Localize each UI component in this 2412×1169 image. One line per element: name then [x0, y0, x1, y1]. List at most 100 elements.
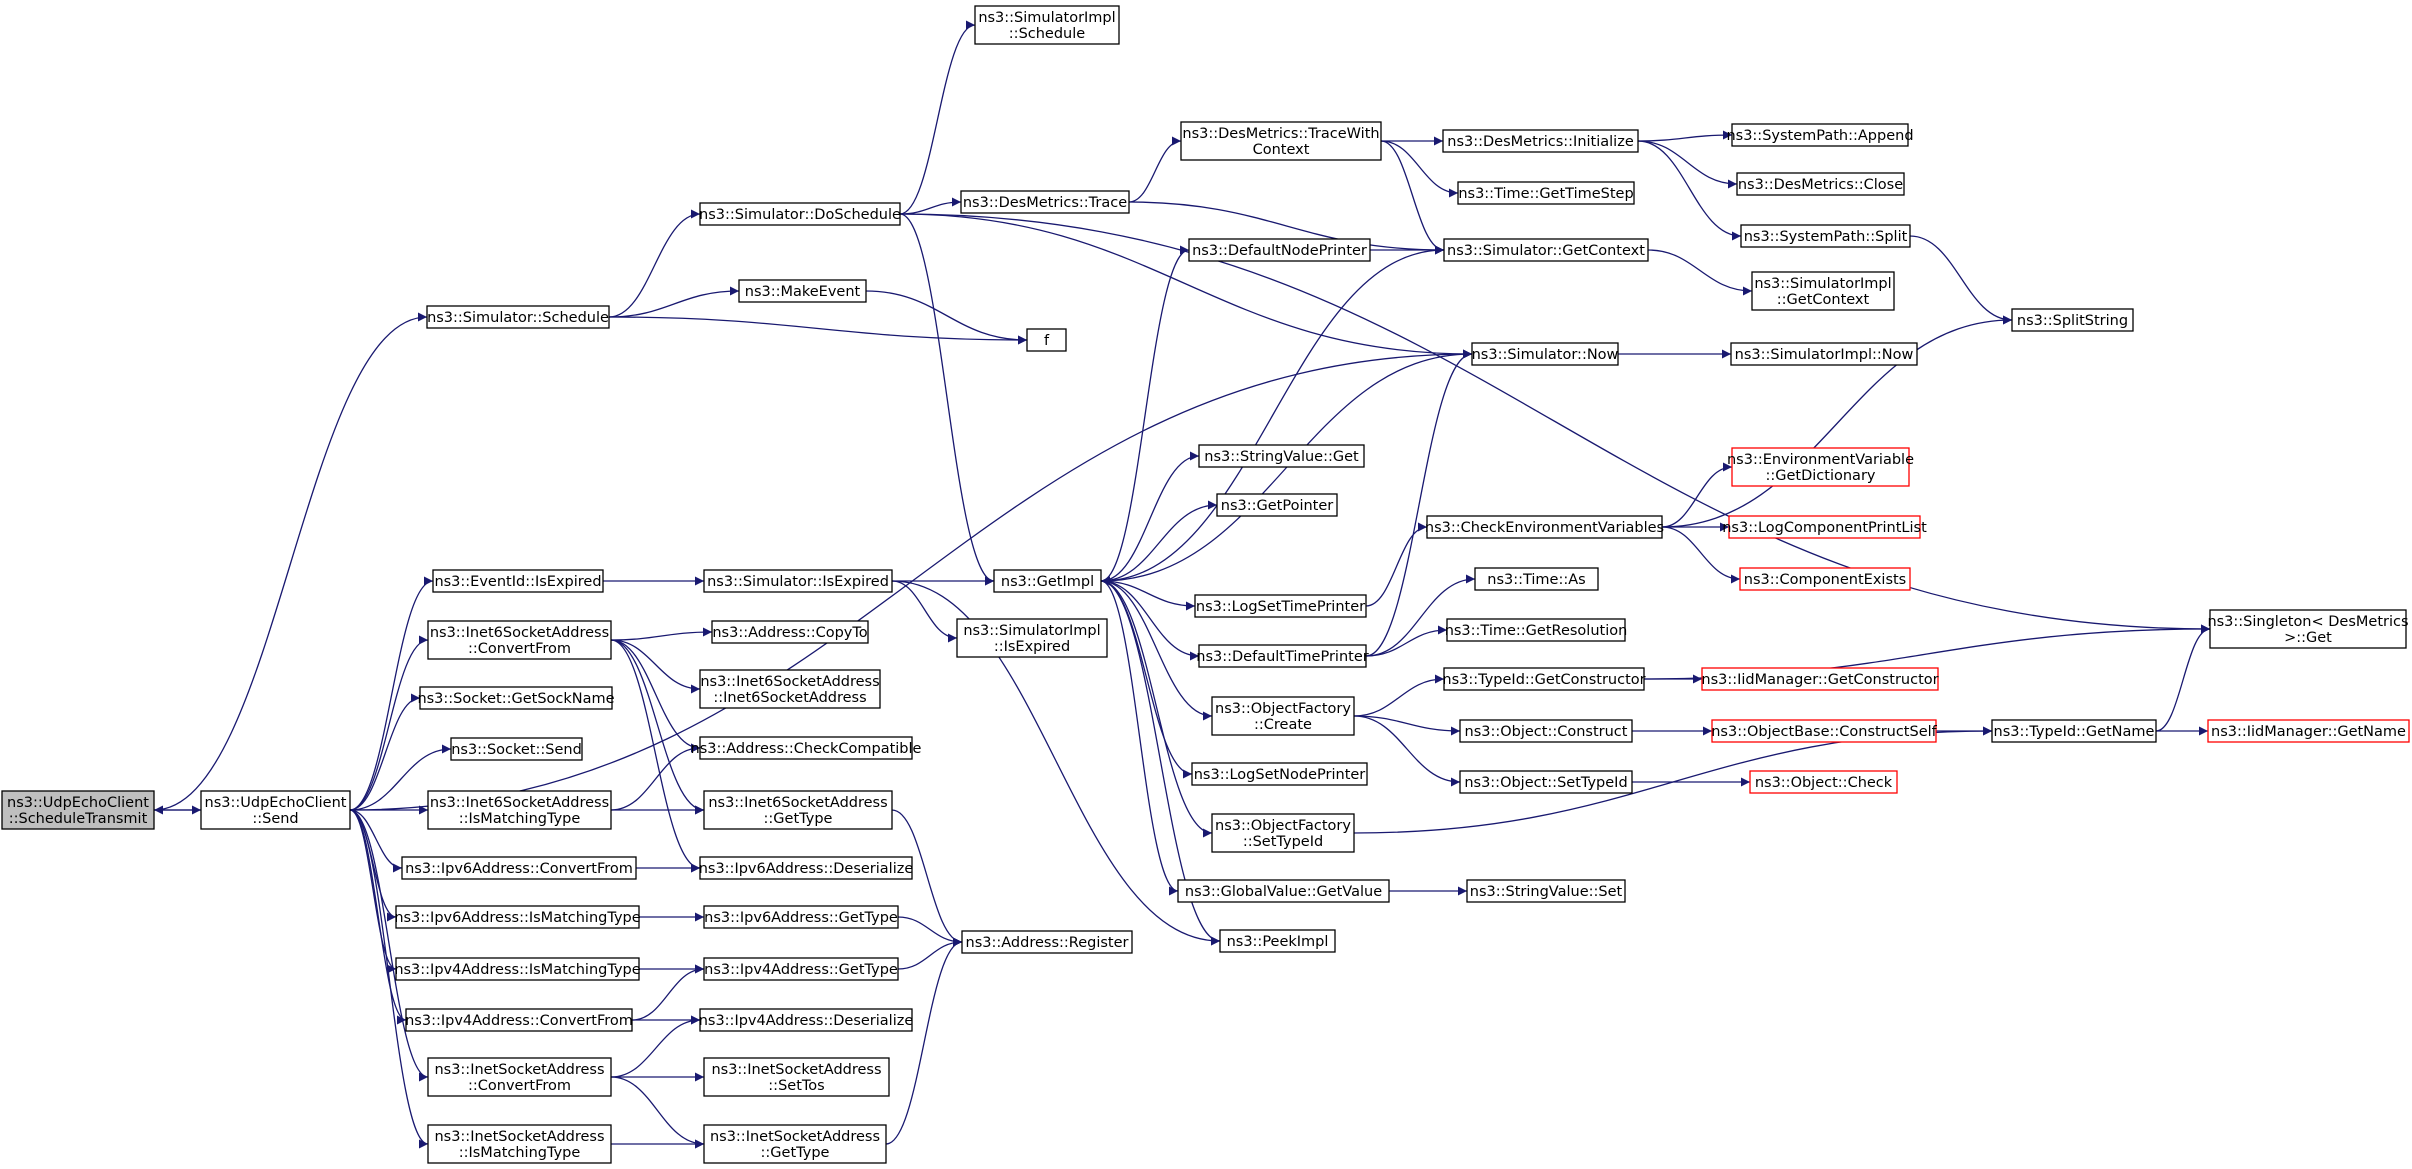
node-string-value-get[interactable]: ns3::StringValue::Get [1198, 444, 1365, 468]
node-time-get-step[interactable]: ns3::Time::GetTimeStep [1457, 181, 1635, 205]
node-inet6-get-type[interactable]: ns3::Inet6SocketAddress::GetType [703, 790, 893, 830]
call-edges [153, 20, 2211, 1149]
edge-sim-schedule-to-f [608, 316, 1028, 345]
node-split-string[interactable]: ns3::SplitString [2011, 308, 2134, 332]
node-sys-append[interactable]: ns3::SystemPath::Append [1726, 123, 1914, 147]
node-check-env[interactable]: ns3::CheckEnvironmentVariables [1425, 515, 1664, 539]
node-iid-get-ctor[interactable]: ns3::IidManager::GetConstructor [1701, 667, 1939, 691]
node-obj-base-construct[interactable]: ns3::ObjectBase::ConstructSelf [1711, 719, 1938, 743]
edge-sim-schedule-to-sim-do-schedule [608, 209, 701, 318]
node-udp-schedule-transmit[interactable]: ns3::UdpEchoClient::ScheduleTransmit [1, 790, 155, 830]
node-ipv4-deser[interactable]: ns3::Ipv4Address::Deserialize [699, 1008, 914, 1032]
node-box [1426, 515, 1663, 539]
node-singleton-get[interactable]: ns3::Singleton< DesMetrics >::Get [2207, 609, 2409, 649]
node-label-line: ns3::Socket::Send [451, 742, 582, 758]
edge-sim-is-expired-to-impl-is-expired [891, 580, 958, 643]
node-inet-convert[interactable]: ns3::InetSocketAddress::ConvertFrom [427, 1057, 612, 1097]
node-iid-get-name[interactable]: ns3::IidManager::GetName [2207, 719, 2410, 743]
edge-check-env-to-env-dict [1661, 462, 1733, 528]
node-get-impl[interactable]: ns3::GetImpl [993, 569, 1102, 593]
node-udp-send[interactable]: ns3::UdpEchoClient::Send [200, 790, 351, 830]
node-box [427, 620, 612, 660]
node-inet-get-type[interactable]: ns3::InetSocketAddress::GetType [703, 1124, 887, 1164]
node-string-value-set[interactable]: ns3::StringValue::Set [1466, 879, 1626, 903]
node-des-trace[interactable]: ns3::DesMetrics::Trace [960, 190, 1130, 214]
node-type-id-get-name[interactable]: ns3::TypeId::GetName [1991, 719, 2157, 743]
node-type-id-get-ctor[interactable]: ns3::TypeId::GetConstructor [1442, 667, 1646, 691]
node-inet6-ctor[interactable]: ns3::Inet6SocketAddress::Inet6SocketAddr… [699, 669, 881, 709]
node-label-line: ns3::LogSetTimePrinter [1196, 599, 1365, 615]
node-label-line: ns3::Time::GetResolution [1445, 623, 1628, 639]
node-label-line: ns3::StringValue::Set [1470, 884, 1623, 900]
node-comp-exists[interactable]: ns3::ComponentExists [1739, 567, 1911, 591]
node-get-sock-name[interactable]: ns3::Socket::GetSockName [417, 686, 615, 710]
node-impl-get-context[interactable]: ns3::SimulatorImpl::GetContext [1751, 271, 1895, 311]
edge-obj-fact-create-to-obj-construct [1353, 715, 1461, 736]
node-sim-do-schedule[interactable]: ns3::Simulator::DoSchedule [699, 202, 901, 226]
node-label-line: ns3::SystemPath::Append [1726, 128, 1913, 144]
node-f[interactable]: f [1026, 328, 1067, 352]
node-inet6-convert[interactable]: ns3::Inet6SocketAddress::ConvertFrom [427, 620, 612, 660]
node-ipv4-is-matching[interactable]: ns3::Ipv4Address::IsMatchingType [394, 957, 641, 981]
node-addr-copy-to[interactable]: ns3::Address::CopyTo [711, 620, 869, 644]
node-log-set-node[interactable]: ns3::LogSetNodePrinter [1191, 762, 1368, 786]
node-ipv6-convert[interactable]: ns3::Ipv6Address::ConvertFrom [401, 856, 637, 880]
node-des-close[interactable]: ns3::DesMetrics::Close [1736, 172, 1905, 196]
node-ipv6-is-matching[interactable]: ns3::Ipv6Address::IsMatchingType [394, 905, 641, 929]
node-obj-construct[interactable]: ns3::Object::Construct [1459, 719, 1633, 743]
node-box [1180, 121, 1382, 161]
node-log-set-time[interactable]: ns3::LogSetTimePrinter [1194, 594, 1367, 618]
edge-sim-get-context-to-get-impl [1100, 249, 1445, 586]
node-des-init[interactable]: ns3::DesMetrics::Initialize [1442, 129, 1639, 153]
node-obj-fact-create[interactable]: ns3::ObjectFactory::Create [1211, 696, 1355, 736]
node-inet6-is-matching[interactable]: ns3::Inet6SocketAddress::IsMatchingType [427, 790, 612, 830]
node-ipv4-get-type[interactable]: ns3::Ipv4Address::GetType [703, 957, 899, 981]
node-sys-split[interactable]: ns3::SystemPath::Split [1740, 224, 1911, 248]
node-obj-set-type-id[interactable]: ns3::Object::SetTypeId [1459, 770, 1633, 794]
node-label-line: ns3::MakeEvent [745, 284, 861, 300]
node-time-get-res[interactable]: ns3::Time::GetResolution [1445, 618, 1628, 642]
node-label-line: ns3::ObjectFactory [1215, 701, 1351, 717]
node-impl-now[interactable]: ns3::SimulatorImpl::Now [1730, 342, 1918, 366]
node-sim-schedule[interactable]: ns3::Simulator::Schedule [426, 305, 610, 329]
node-label-line: ns3::Object::Check [1755, 775, 1893, 791]
edge-sim-do-schedule-to-impl-schedule [899, 20, 976, 215]
node-event-id-expired[interactable]: ns3::EventId::IsExpired [432, 569, 604, 593]
node-box [426, 305, 610, 329]
node-addr-check-compat[interactable]: ns3::Address::CheckCompatible [691, 736, 922, 760]
node-ipv4-convert[interactable]: ns3::Ipv4Address::ConvertFrom [405, 1008, 633, 1032]
node-get-pointer[interactable]: ns3::GetPointer [1216, 493, 1338, 517]
node-obj-check[interactable]: ns3::Object::Check [1749, 770, 1898, 794]
node-socket-send[interactable]: ns3::Socket::Send [450, 737, 583, 761]
node-inet-is-matching[interactable]: ns3::InetSocketAddress::IsMatchingType [427, 1124, 612, 1164]
node-impl-schedule[interactable]: ns3::SimulatorImpl::Schedule [974, 5, 1120, 45]
node-make-event[interactable]: ns3::MakeEvent [738, 279, 867, 303]
node-box [405, 1008, 633, 1032]
node-log-comp-print[interactable]: ns3::LogComponentPrintList [1722, 515, 1927, 539]
node-inet-set-tos[interactable]: ns3::InetSocketAddress::SetTos [703, 1057, 890, 1097]
node-time-as[interactable]: ns3::Time::As [1474, 567, 1599, 591]
node-box [200, 790, 351, 830]
edge-sim-is-expired-to-peek-impl [891, 580, 1221, 946]
node-env-dict[interactable]: ns3::EnvironmentVariable::GetDictionary [1727, 447, 1914, 487]
node-obj-fact-set-type-id[interactable]: ns3::ObjectFactory::SetTypeId [1211, 813, 1355, 853]
node-sim-is-expired[interactable]: ns3::Simulator::IsExpired [703, 569, 893, 593]
node-sim-get-context[interactable]: ns3::Simulator::GetContext [1443, 238, 1649, 262]
node-ipv6-deser[interactable]: ns3::Ipv6Address::Deserialize [699, 856, 914, 880]
node-global-get-value[interactable]: ns3::GlobalValue::GetValue [1177, 879, 1390, 903]
node-box [699, 669, 881, 709]
node-ipv6-get-type[interactable]: ns3::Ipv6Address::GetType [703, 905, 899, 929]
node-box [1471, 342, 1619, 366]
node-impl-is-expired[interactable]: ns3::SimulatorImpl::IsExpired [956, 618, 1108, 658]
node-label-line: ns3::Ipv6Address::Deserialize [699, 861, 914, 877]
edge-def-time-printer-to-time-get-res [1365, 625, 1448, 657]
node-addr-register[interactable]: ns3::Address::Register [961, 930, 1133, 954]
node-sim-now[interactable]: ns3::Simulator::Now [1471, 342, 1619, 366]
node-def-node-printer[interactable]: ns3::DefaultNodePrinter [1188, 238, 1371, 262]
node-peek-impl[interactable]: ns3::PeekImpl [1219, 929, 1336, 953]
node-def-time-printer[interactable]: ns3::DefaultTimePrinter [1196, 644, 1369, 668]
node-label-line: ns3::Time::GetTimeStep [1458, 186, 1633, 202]
node-box [703, 1124, 887, 1164]
node-box [1446, 618, 1626, 642]
